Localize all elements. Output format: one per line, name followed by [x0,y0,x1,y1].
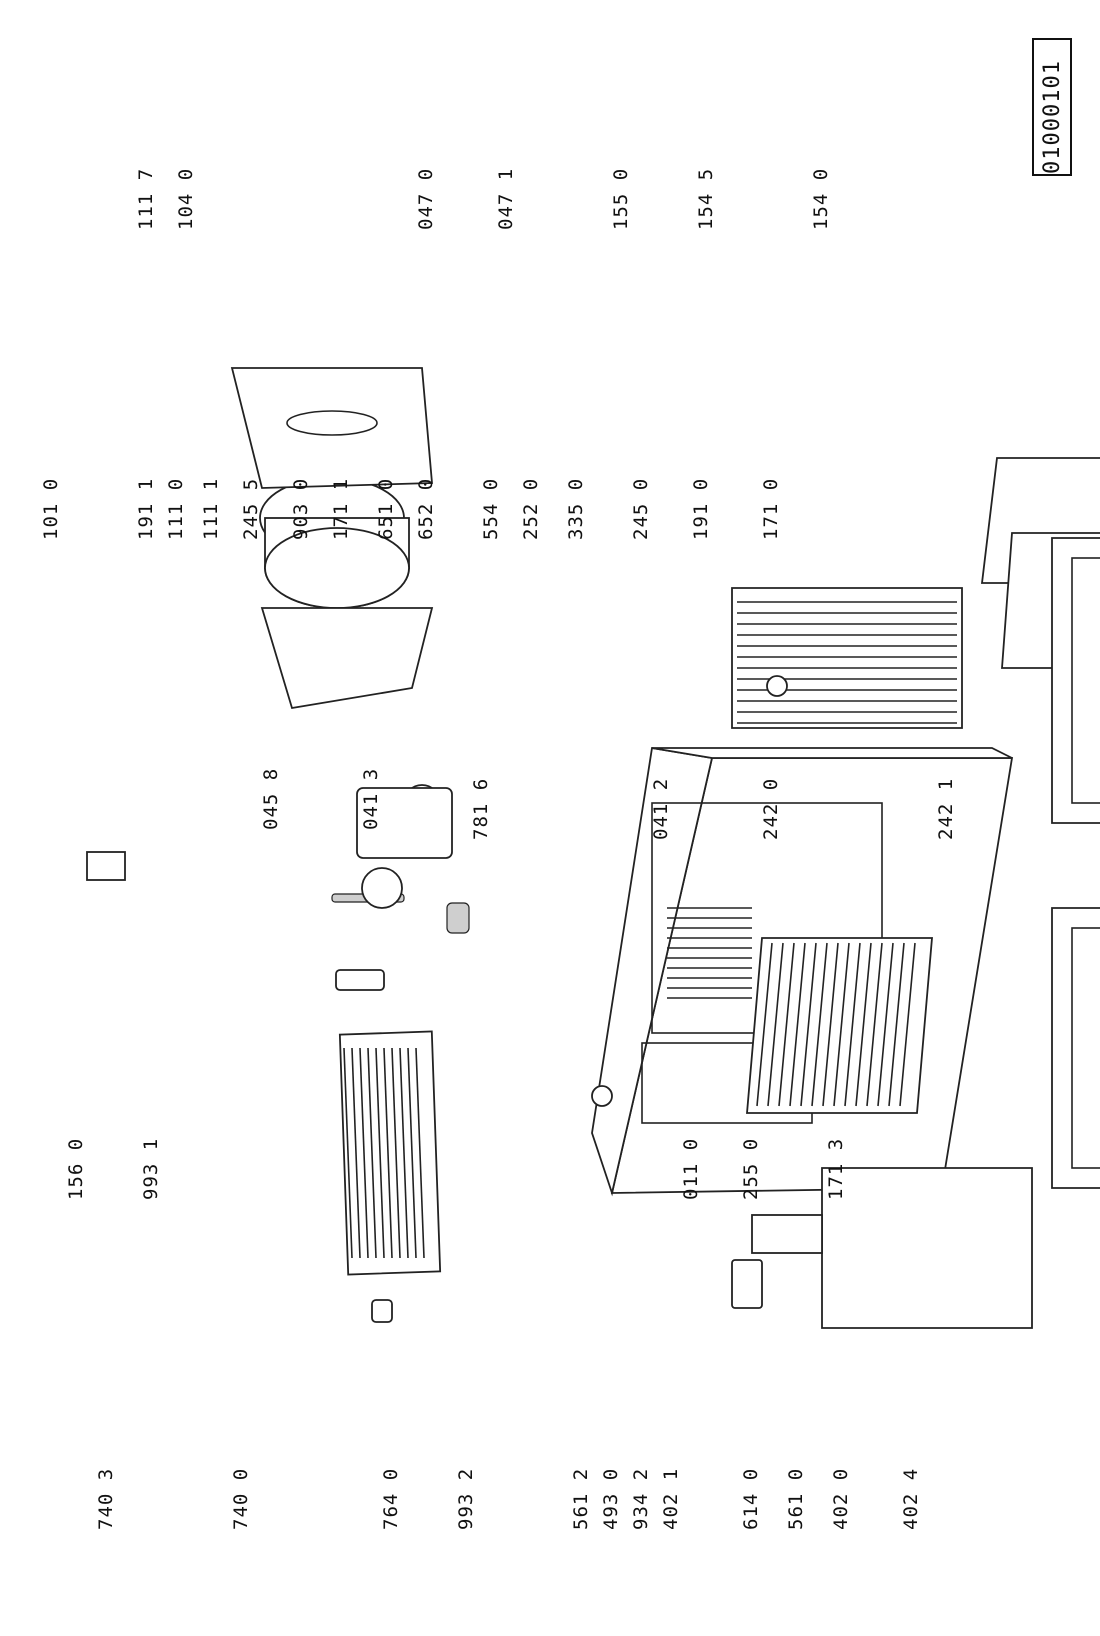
part-label: 993 1 [140,1137,162,1200]
part-label: 255 0 [740,1137,762,1200]
part-label: 493 0 [600,1467,622,1530]
part-label: 651 0 [375,477,397,540]
part-label: 554 0 [480,477,502,540]
part-label: 111 1 [200,477,222,540]
part-label: 781 6 [470,777,492,840]
part-label: 614 0 [740,1467,762,1530]
part-label: 652 0 [415,477,437,540]
part-label: 245 5 [240,477,262,540]
compressor-part [230,367,434,710]
part-label: 402 0 [830,1467,852,1530]
part-label: 104 0 [175,167,197,230]
part-label: 111 0 [165,477,187,540]
part-label: 242 0 [760,777,782,840]
door-frames [1051,537,1100,1189]
part-label: 191 1 [135,477,157,540]
part-label: 191 0 [690,477,712,540]
part-label: 740 3 [95,1467,117,1530]
part-label: 047 0 [415,167,437,230]
part-label: 154 5 [695,167,717,230]
part-label: 041 3 [360,767,382,830]
part-label: 402 1 [660,1467,682,1530]
drier-part [331,893,405,991]
part-label: 047 1 [495,167,517,230]
part-label: 156 0 [65,1137,87,1200]
document-code: 01000101 [1040,60,1065,174]
part-label: 993 2 [455,1467,477,1530]
shelves-group [731,587,1033,1329]
part-label: 245 0 [630,477,652,540]
part-label: 171 1 [330,477,352,540]
part-label: 402 4 [900,1467,922,1530]
part-label: 903 0 [290,477,312,540]
part-label: 041 2 [650,777,672,840]
small-parts [86,675,823,1309]
part-label: 764 0 [380,1467,402,1530]
part-label: 561 0 [785,1467,807,1530]
condenser-part [338,1030,442,1323]
part-label: 740 0 [230,1467,252,1530]
part-label: 171 3 [825,1137,847,1200]
part-label: 154 0 [810,167,832,230]
part-label: 045 8 [260,767,282,830]
part-label: 171 0 [760,477,782,540]
part-label: 934 2 [630,1467,652,1530]
part-label: 242 1 [935,777,957,840]
part-label: 155 0 [610,167,632,230]
part-label: 561 2 [570,1467,592,1530]
document-code-box: 01000101 [1032,38,1072,176]
part-label: 111 7 [135,167,157,230]
part-label: 335 0 [565,477,587,540]
part-label: 252 0 [520,477,542,540]
part-label: 011 0 [680,1137,702,1200]
part-label: 101 0 [40,477,62,540]
